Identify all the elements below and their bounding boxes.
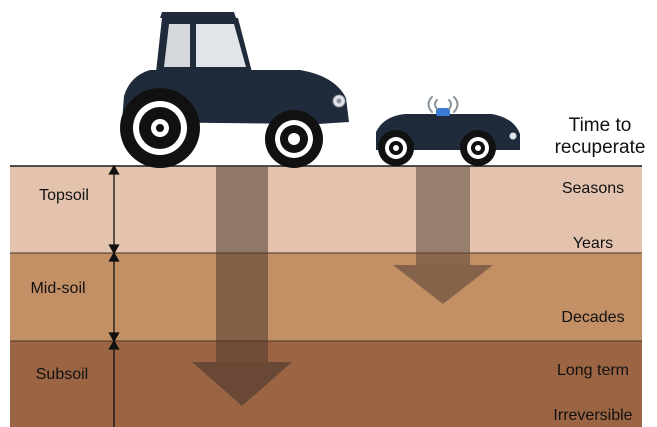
header-line-2: recuperate (555, 137, 646, 158)
layer-band-topsoil (10, 166, 642, 253)
recovery-time-label: Decades (561, 309, 624, 326)
recovery-time-label: Irreversible (553, 407, 632, 424)
recovery-time-label: Years (573, 235, 613, 252)
layer-band-midsoil (10, 253, 642, 341)
small-autonomous-robot-icon (376, 108, 520, 166)
header-line-1: Time to (569, 115, 632, 136)
soil-layers (10, 166, 642, 427)
recovery-time-label: Seasons (562, 180, 624, 197)
layer-label-midsoil: Mid-soil (30, 280, 85, 297)
layer-label-topsoil: Topsoil (39, 187, 89, 204)
layer-label-subsoil: Subsoil (36, 366, 88, 383)
layer-band-subsoil (10, 341, 642, 427)
heavy-tractor-icon (120, 12, 349, 168)
recovery-time-label: Long term (557, 362, 629, 379)
